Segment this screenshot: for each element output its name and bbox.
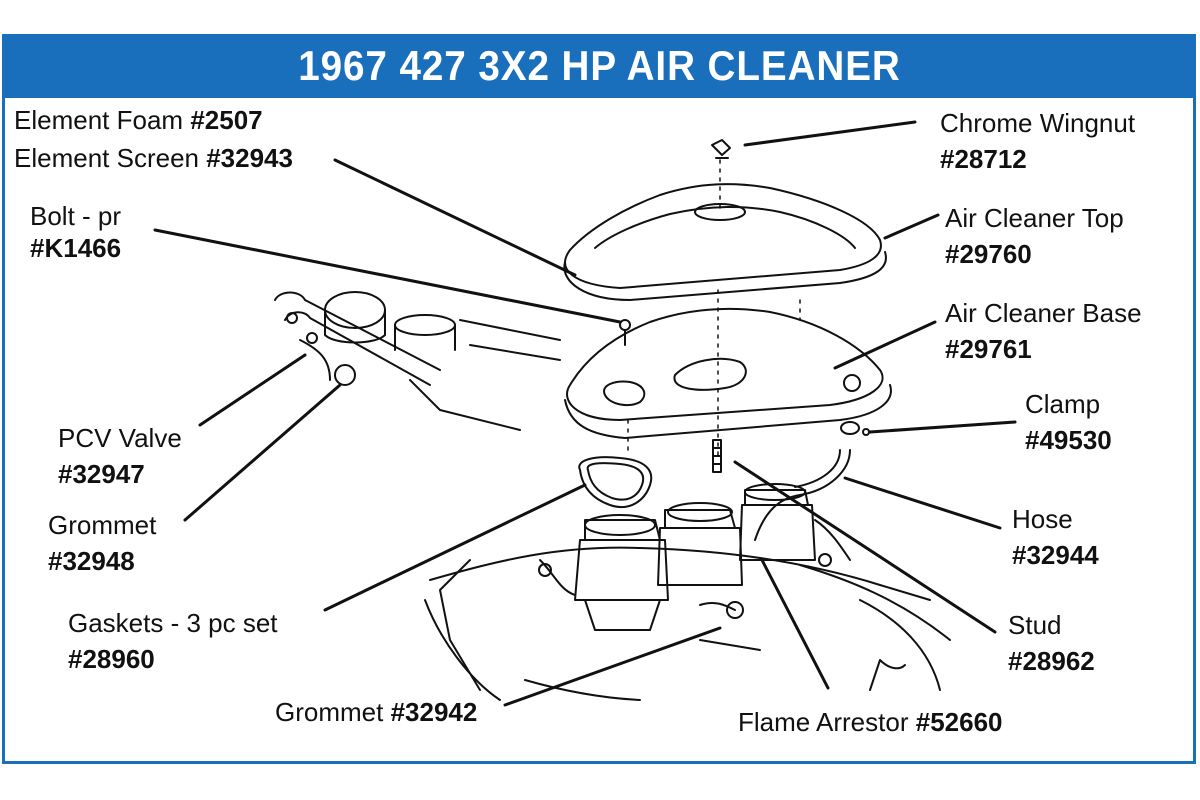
callout-grommet-bottom-name: Grommet [275,697,384,727]
leader-grommet-left [183,383,342,522]
carburetor-drawings [538,483,851,631]
callout-bolt: Bolt - pr #K1466 [30,198,121,266]
stud-drawing [712,439,722,473]
leader-hose [843,476,1002,530]
callout-grommet-bottom: Grommet #32942 [275,694,477,730]
callout-top-name: Air Cleaner Top [945,203,1124,233]
leader-flame-arrestor [760,558,830,690]
callout-pcv-valve: PCV Valve #32947 [58,420,182,492]
leader-element-screen [333,158,577,277]
callout-bolt-name: Bolt - pr [30,201,122,231]
callout-gaskets-name: Gaskets - 3 pc set [68,608,278,638]
callout-element-foam: Element Foam #2507 [14,102,263,138]
page-title: 1967 427 3X2 HP AIR CLEANER [297,42,901,89]
callout-gaskets-part: #28960 [68,644,155,674]
callout-flame-arrestor: Flame Arrestor #52660 [738,704,1003,740]
leader-wingnut [743,120,917,147]
callout-gaskets: Gaskets - 3 pc set #28960 [68,605,278,677]
callout-hose-part: #32944 [1012,540,1099,570]
callout-element-screen-part: #32943 [206,143,293,173]
callout-base: Air Cleaner Base #29761 [945,295,1142,367]
callout-base-part: #29761 [945,334,1032,364]
callout-stud: Stud #28962 [1008,607,1095,679]
callout-element-screen-name: Element Screen [14,143,199,173]
callout-grommet-bottom-part: #32942 [390,697,478,727]
engine-left-drawing [274,291,561,431]
assembly-axis-line [717,159,721,461]
callout-top: Air Cleaner Top #29760 [945,200,1124,272]
leader-lines [153,120,1017,707]
callout-grommet-left-part: #32948 [48,546,135,576]
callout-element-screen: Element Screen #32943 [14,140,293,176]
gasket-drawing [578,456,653,508]
clamp-drawing [840,421,870,436]
leader-clamp [868,420,1017,434]
callout-bolt-part: #K1466 [30,233,122,263]
callout-pcv-valve-part: #32947 [58,459,145,489]
callout-clamp: Clamp #49530 [1025,386,1112,458]
callout-top-part: #29760 [945,239,1032,269]
callout-clamp-name: Clamp [1025,389,1101,419]
callout-element-foam-name: Element Foam [14,105,184,135]
callout-wingnut-part: #28712 [940,144,1027,174]
air-cleaner-top-drawing [563,183,887,301]
leader-gaskets [323,483,587,612]
callout-pcv-valve-name: PCV Valve [58,423,182,453]
callout-stud-name: Stud [1008,610,1062,640]
callout-grommet-left: Grommet #32948 [48,507,156,579]
intake-manifold-drawing [424,546,951,701]
callout-wingnut-name: Chrome Wingnut [940,108,1136,138]
air-cleaner-base-drawing [564,307,892,439]
title-bar: 1967 427 3X2 HP AIR CLEANER [2,34,1196,98]
leader-bolt [153,228,622,324]
leader-base [833,320,937,370]
leader-grommet-bottom [503,626,722,707]
callout-stud-part: #28962 [1008,646,1095,676]
callout-wingnut: Chrome Wingnut #28712 [940,105,1135,177]
leader-stud [733,460,997,634]
callout-flame-arrestor-part: #52660 [915,707,1003,737]
leader-top [883,213,940,240]
callout-flame-arrestor-name: Flame Arrestor [738,707,909,737]
callout-grommet-left-name: Grommet [48,510,157,540]
hose-drawing [754,449,851,541]
bolt-drawing [619,319,631,346]
callout-base-name: Air Cleaner Base [945,298,1142,328]
callout-element-foam-part: #2507 [190,105,263,135]
callout-hose: Hose #32944 [1012,501,1099,573]
wingnut-drawing [711,139,731,159]
leader-pcv [198,353,307,427]
callout-hose-name: Hose [1012,504,1073,534]
callout-clamp-part: #49530 [1025,425,1112,455]
